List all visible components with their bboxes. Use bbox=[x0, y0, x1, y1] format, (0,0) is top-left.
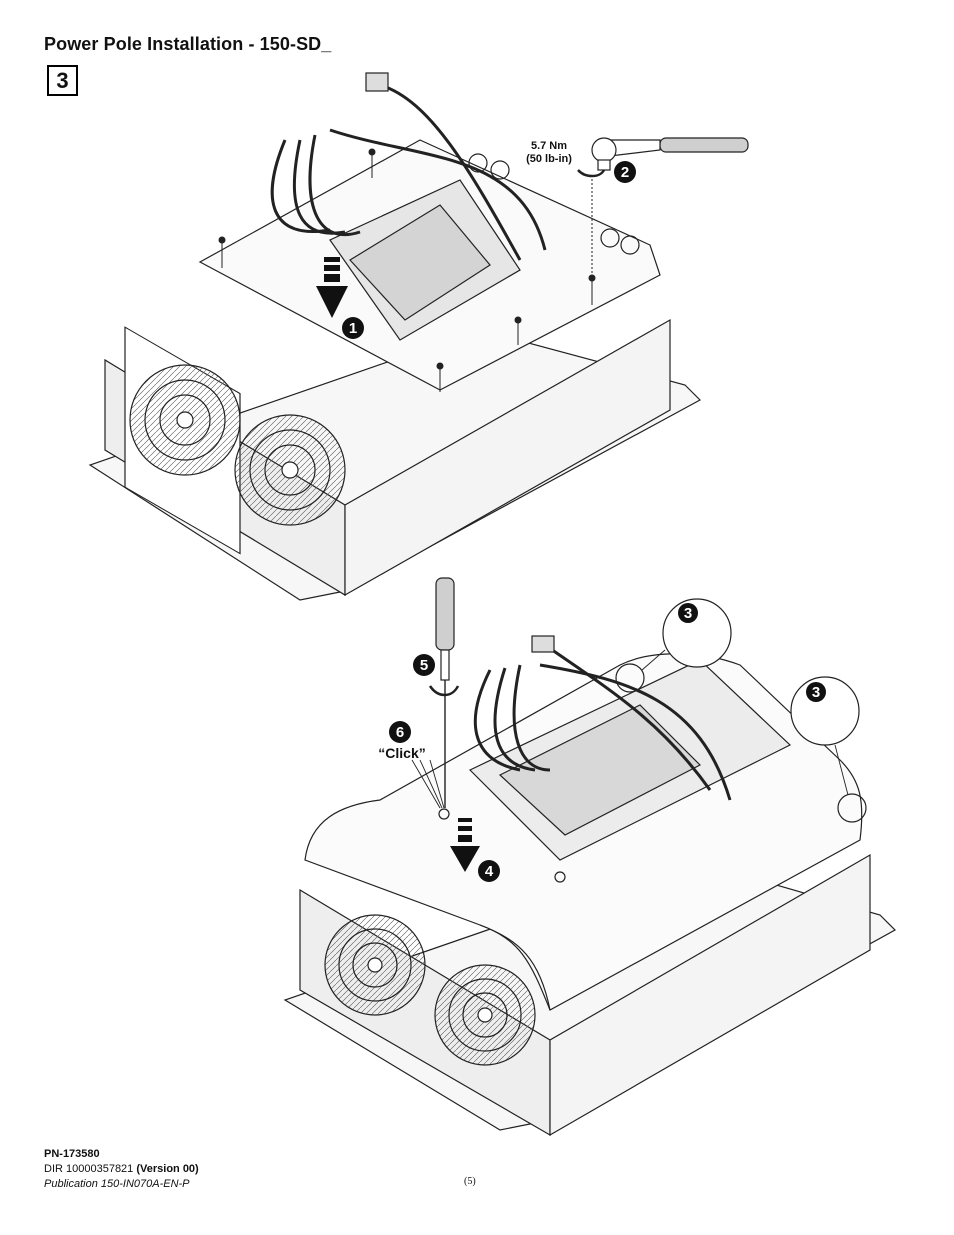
svg-text:3: 3 bbox=[812, 684, 820, 701]
step-number-box: 3 bbox=[47, 65, 78, 96]
publication-number: Publication 150-IN070A-EN-P bbox=[44, 1178, 190, 1190]
bottom-assembly-drawing bbox=[283, 577, 896, 1137]
dir-number: DIR 10000357821 bbox=[44, 1163, 137, 1175]
callout-3a: 3 bbox=[678, 603, 698, 623]
dir-version: (Version 00) bbox=[136, 1163, 199, 1175]
insert-arrow-4 bbox=[450, 818, 480, 872]
callout-3b: 3 bbox=[806, 682, 826, 702]
dir-line: DIR 10000357821 (Version 00) bbox=[44, 1162, 199, 1177]
svg-text:6: 6 bbox=[396, 724, 404, 741]
callout-6: 6 bbox=[389, 721, 411, 743]
screwdriver bbox=[435, 577, 455, 808]
torque-wrench bbox=[591, 137, 749, 171]
callout-5: 5 bbox=[413, 654, 435, 676]
svg-text:3: 3 bbox=[684, 605, 692, 622]
svg-text:5: 5 bbox=[420, 657, 428, 674]
footer-block: PN-173580 DIR 10000357821 (Version 00) P… bbox=[44, 1147, 199, 1192]
torque-nm-label: 5.7 Nm bbox=[531, 140, 567, 152]
callout-1: 1 bbox=[342, 317, 364, 339]
click-label: “Click” bbox=[378, 745, 425, 761]
part-number: PN-173580 bbox=[44, 1148, 100, 1160]
top-assembly-drawing bbox=[88, 72, 749, 601]
svg-text:1: 1 bbox=[349, 320, 357, 337]
page-number: (5) bbox=[464, 1176, 476, 1187]
page-title: Power Pole Installation - 150-SD_ bbox=[44, 34, 332, 54]
torque-lbin-label: (50 lb-in) bbox=[526, 153, 572, 165]
callout-4: 4 bbox=[478, 860, 500, 882]
insert-arrow-1 bbox=[316, 257, 348, 318]
callout-2: 2 bbox=[614, 161, 636, 183]
svg-text:4: 4 bbox=[485, 863, 494, 880]
svg-text:2: 2 bbox=[621, 164, 629, 181]
